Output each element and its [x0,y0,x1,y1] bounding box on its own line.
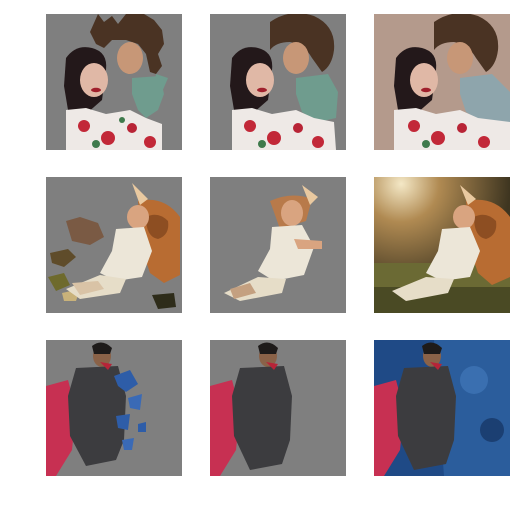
walking-man-segmentation-clean-image [210,340,346,476]
child-with-dog-original-photo [374,177,510,313]
child-with-dog-segmentation-clean-image [210,177,346,313]
child-with-dog-segmentation-ragged-image [46,177,182,313]
couple-segmentation-ragged-image [46,14,182,150]
couple-segmentation-clean-image [210,14,346,150]
walking-man-original-photo [374,340,510,476]
couple-original-photo [374,14,510,150]
walking-man-segmentation-ragged-image [46,340,182,476]
